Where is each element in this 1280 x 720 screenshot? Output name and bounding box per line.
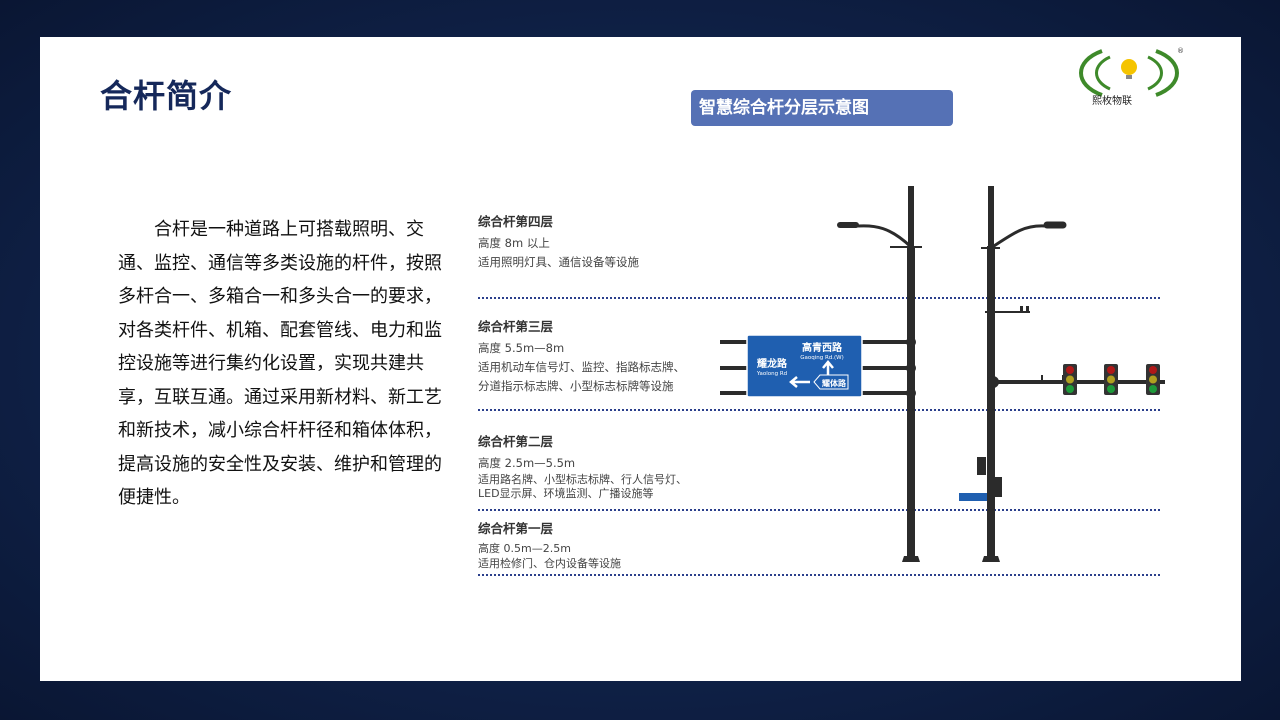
layer-3: 综合杆第三层 高度 5.5m—8m 适用机动车信号灯、监控、指路标志牌、 分道指… xyxy=(478,316,685,396)
divider xyxy=(478,409,1160,411)
arrow-left-icon xyxy=(789,376,810,388)
logo-text: 熙枚物联 xyxy=(1092,96,1132,107)
divider xyxy=(478,297,1160,299)
sign-road2-en: Gaoqing Rd.(W) xyxy=(800,355,844,361)
direction-sign: 高青西路 Gaoqing Rd.(W) 耀龙路 Yaolong Rd 耀体路 xyxy=(746,334,863,398)
layer-title: 综合杆第三层 xyxy=(478,319,554,334)
intro-paragraph: 合杆是一种道路上可搭载照明、交通、监控、通信等多类设施的杆件，按照多杆合一、多箱… xyxy=(118,219,442,508)
slide: 合杆简介 智慧综合杆分层示意图 合杆是一种道路上可搭载照明、交通、监控、通信等多… xyxy=(40,37,1241,681)
logo-icon: ® xyxy=(1079,47,1184,97)
layer-desc: 分道指示标志牌、小型标志标牌等设施 xyxy=(478,379,674,393)
layer-desc: 适用检修门、仓内设备等设施 xyxy=(478,557,621,570)
layer-2: 综合杆第二层 高度 2.5m—5.5m 适用路名牌、小型标志标牌、行人信号灯、 … xyxy=(478,431,687,501)
sign-road2-cn: 高青西路 xyxy=(802,341,843,354)
layer-title: 综合杆第一层 xyxy=(478,521,554,536)
layer-4: 综合杆第四层 高度 8m 以上 适用照明灯具、通信设备等设施 xyxy=(478,211,639,272)
layer-desc: LED显示屏、环境监测、广播设施等 xyxy=(478,487,654,500)
layer-height: 高度 0.5m—2.5m xyxy=(478,542,571,555)
page-title: 合杆简介 xyxy=(100,77,233,115)
sign-road1-en: Yaolong Rd xyxy=(756,371,787,377)
traffic-lights-icon xyxy=(1063,364,1160,395)
layer-title: 综合杆第二层 xyxy=(478,434,554,449)
sign-road1-cn: 耀龙路 xyxy=(756,357,788,370)
sign-road3-cn: 耀体路 xyxy=(821,378,847,388)
layer-height: 高度 8m 以上 xyxy=(478,236,550,250)
diagram-banner: 智慧综合杆分层示意图 xyxy=(691,90,953,126)
right-pole-icon xyxy=(977,186,1165,562)
layer-height: 高度 5.5m—8m xyxy=(478,341,565,355)
layer-desc: 适用路名牌、小型标志标牌、行人信号灯、 xyxy=(478,473,687,486)
divider xyxy=(478,574,1160,576)
layer-title: 综合杆第四层 xyxy=(478,214,554,229)
layer-height: 高度 2.5m—5.5m xyxy=(478,456,576,470)
layer-desc: 适用机动车信号灯、监控、指路标志牌、 xyxy=(478,360,685,374)
layer-1: 综合杆第一层 高度 0.5m—2.5m 适用检修门、仓内设备等设施 xyxy=(478,518,621,571)
street-name-sign xyxy=(959,493,987,501)
pole-illustration: 高青西路 Gaoqing Rd.(W) 耀龙路 Yaolong Rd 耀体路 xyxy=(720,186,1165,562)
divider xyxy=(478,509,1160,511)
layer-desc: 适用照明灯具、通信设备等设施 xyxy=(478,255,639,269)
registered-mark: ® xyxy=(1177,47,1184,55)
